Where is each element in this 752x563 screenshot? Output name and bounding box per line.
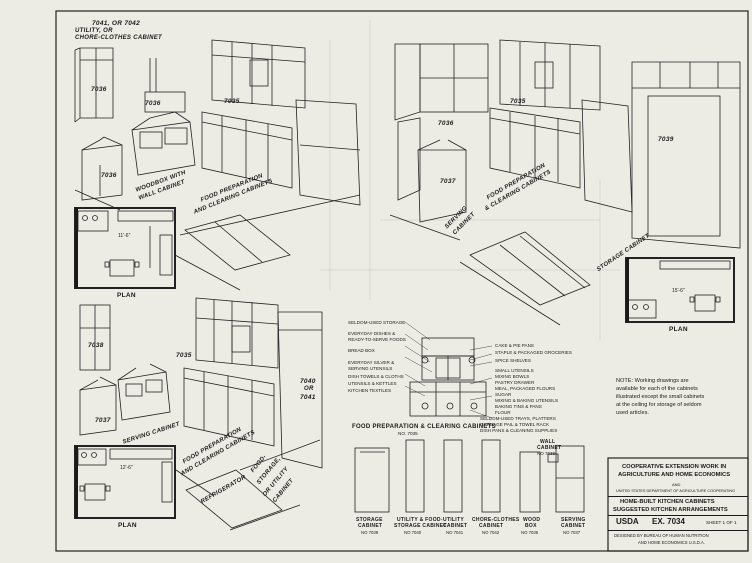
plan-b-dim: 15'-6" [672,288,685,294]
elev-name: CABINET [479,523,504,529]
wall-cabinet-no: NO 7038 [537,451,556,456]
callout-left: DISH TOWELS & CLOTHS [348,374,404,379]
callout-right: MEAL, PACKAGED FLOURS [495,386,556,391]
callout-right: CAKE & PIE PANS [495,343,534,348]
elev-no: NO 7040 [404,530,422,535]
callout-right: BAKING TINS & PANS [495,404,542,409]
label-7040: 7040 [300,378,316,385]
elev-name: WOOD [523,517,541,523]
note-line: available for each of the cabinets [616,386,698,392]
callout-left: EVERYDAY DISHES & [348,331,396,336]
label-7036-b: 7036 [101,172,117,179]
tb-sheet: SHEET 1 OF 1 [706,520,737,525]
label-chore-clothes: CHORE-CLOTHES CABINET [75,35,162,41]
tb-and: AND [672,482,681,487]
elev-no: NO 7039 [361,530,379,535]
elev-name: CHORE-CLOTHES [472,517,520,523]
note-line: used articles. [616,410,649,416]
plan-a-label: PLAN [117,292,136,299]
elev-name: UTILITY & FOOD- [397,517,443,523]
tb-title2: SUGGESTED KITCHEN ARRANGEMENTS [613,507,728,513]
note-line: at the ceiling for storage of seldom [616,402,702,408]
callout-right: DISH PANS & CLEANING SUPPLIES [480,428,558,433]
callout-left: EVERYDAY SILVER & [348,360,395,365]
wall-cabinet-l1: WALL [540,439,556,445]
note-line: NOTE: Working drawings are [616,378,689,384]
callout-left: BREAD BOX [348,348,375,353]
tb-ex: EX. 7034 [652,517,685,526]
elev-name: STORAGE [356,517,383,523]
callout-right: GARBAGE PAIL & TOWEL RACK [480,422,550,427]
label-7035-a: 7035 [224,98,240,105]
callout-left: UTENSILS & KETTLES [348,381,397,386]
label-7037-a: 7037 [440,178,456,185]
elev-name: CABINET [358,523,383,529]
label-7036-d: 7036 [438,120,454,127]
label-7039: 7039 [658,136,674,143]
label-or: OR [304,386,314,392]
detail-caption: FOOD PREPARATION & CLEARING CABINETS [352,424,496,430]
callout-left: SERVING UTENSILS [348,366,393,371]
tb-line1: COOPERATIVE EXTENSION WORK IN [622,464,727,470]
label-7041: 7041 [300,394,316,401]
callout-right: STAPLE & PACKAGED GROCERIES [495,350,572,355]
label-7035-c: 7035 [176,352,192,359]
elev-no: NO 7041 [446,530,464,535]
callout-right: MIXING & BAKING UTENSILS [495,398,559,403]
detail-caption-no: NO. 7035 [398,431,418,436]
plan-c-label: PLAN [118,522,137,529]
elev-no: NO 7036 [521,530,539,535]
elev-name: SERVING [561,517,586,523]
callout-right: SMALL UTENSILS [495,368,534,373]
callout-left: SELDOM-USED STORAGE [348,320,406,325]
elev-name: BOX [525,523,537,529]
callout-left: READY-TO-SERVE FOODS [348,337,406,342]
note-line: illustrated except the small cabinets [616,394,705,400]
elev-name: STORAGE CABINET [394,523,447,529]
title-block: COOPERATIVE EXTENSION WORK IN AGRICULTUR… [608,458,748,551]
callout-right: SELDOM-USED TRAYS, PLATTERS [480,416,556,421]
plan-b-label: PLAN [669,326,688,333]
wall-cabinet-l2: CABINET [537,445,562,451]
label-7037-b: 7037 [95,417,111,424]
elev-name: UTILITY [443,517,464,523]
plan-c-dim: 12'-6" [120,465,133,471]
label-7036-c: 7036 [145,100,161,107]
tb-line2: AGRICULTURE AND HOME ECONOMICS [618,472,731,478]
callout-right: SUGAR [495,392,512,397]
callout-right: MIXING BOWLS [495,374,530,379]
tb-designed1: DESIGNED BY BUREAU OF HUMAN NUTRITION [614,533,709,538]
elev-name: CABINET [443,523,468,529]
tb-dept: UNITED STATES DEPARTMENT OF AGRICULTURE … [616,489,736,493]
tb-designed2: AND HOME ECONOMICS U.S.D.A. [638,540,706,545]
callout-right: SPICE SHELVES [495,358,531,363]
plan-a-dim: 11'-6" [118,233,131,239]
elev-no: NO 7037 [563,530,581,535]
tb-title1: HOME-BUILT KITCHEN CABINETS [620,499,715,505]
elev-no: NO 7042 [482,530,500,535]
elev-name: CABINET [561,523,586,529]
callout-right: PASTRY DRAWER [495,380,535,385]
label-7041-7042: 7041, OR 7042 [92,20,140,27]
callout-left: KITCHEN TEXTILES [348,388,392,393]
label-7036-a: 7036 [91,86,107,93]
label-7035-b: 7035 [510,98,526,105]
tb-usda: USDA [616,517,639,526]
label-7038: 7038 [88,342,104,349]
callout-right: FLOUR [495,410,511,415]
label-utility: UTILITY, OR [75,28,113,34]
